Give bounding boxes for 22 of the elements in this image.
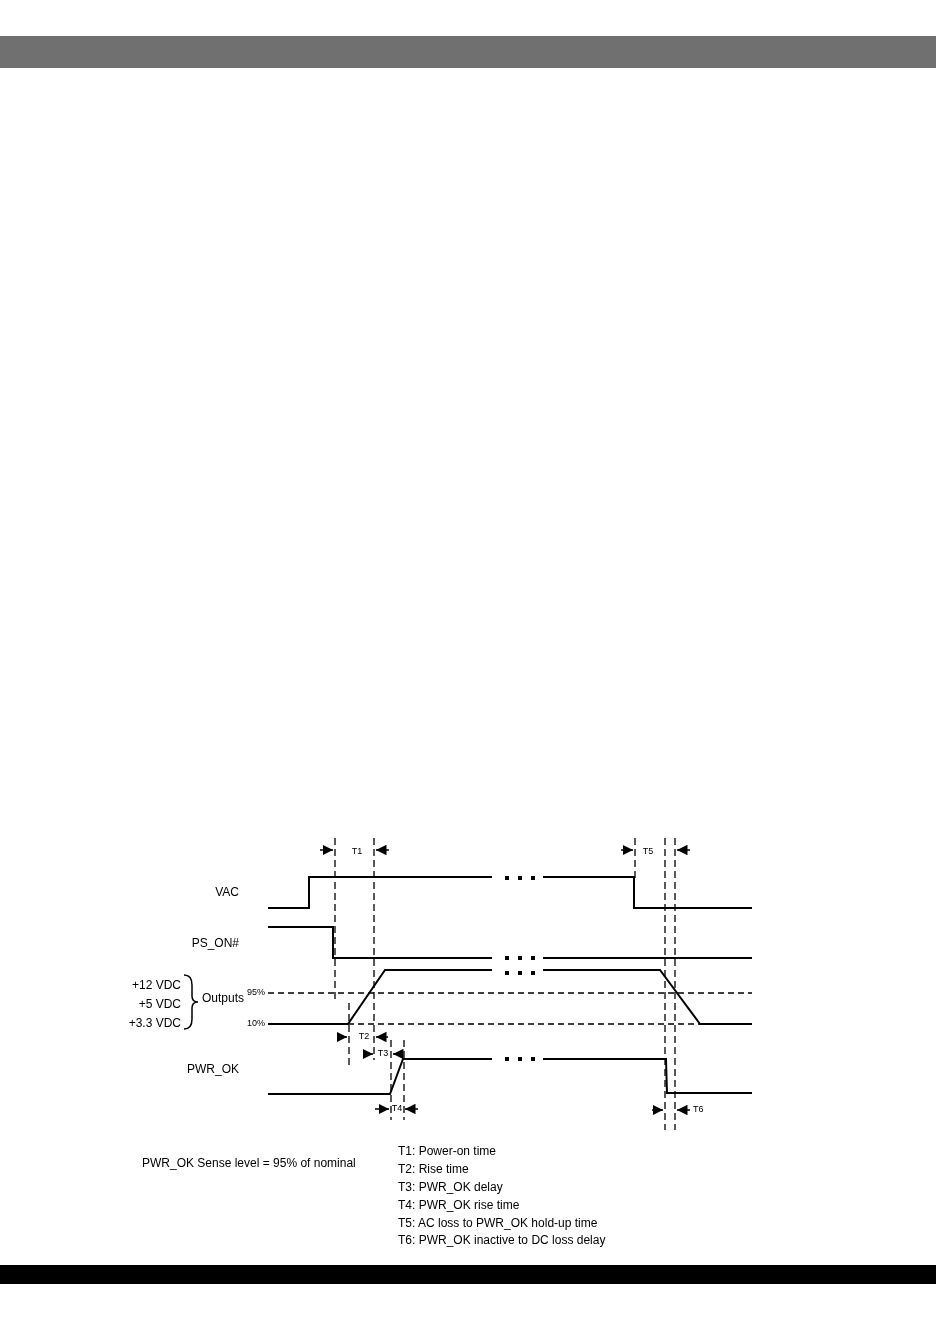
timing-label: T6 [693, 1105, 704, 1115]
timing-label: T4 [391, 1104, 403, 1114]
percent-label: 95% [247, 988, 265, 998]
signal-label: +5 VDC [138, 998, 181, 1011]
timing-label: T1 [351, 847, 363, 857]
signal-label: +3.3 VDC [128, 1017, 181, 1030]
note-text: PWR_OK Sense level = 95% of nominal [142, 1157, 356, 1170]
definition-text: T4: PWR_OK rise time [398, 1198, 520, 1211]
timing-label: T3 [377, 1049, 389, 1059]
percent-label: 10% [247, 1019, 265, 1029]
timing-label: T5 [642, 847, 654, 857]
definition-text: T6: PWR_OK inactive to DC loss delay [398, 1234, 606, 1247]
definition-text: T3: PWR_OK delay [398, 1181, 503, 1193]
definition-text: T1: Power-on time [398, 1145, 497, 1158]
signal-label: +12 VDC [131, 979, 181, 992]
signal-label: PWR_OK [187, 1063, 239, 1076]
signal-label: VAC [215, 886, 239, 899]
definition-text: T2: Rise time [398, 1163, 469, 1176]
signal-label: Outputs [202, 992, 245, 1005]
signal-label: PS_ON# [191, 937, 239, 950]
timing-label: T2 [358, 1032, 370, 1042]
definition-text: T5: AC loss to PWR_OK hold-up time [398, 1216, 598, 1229]
